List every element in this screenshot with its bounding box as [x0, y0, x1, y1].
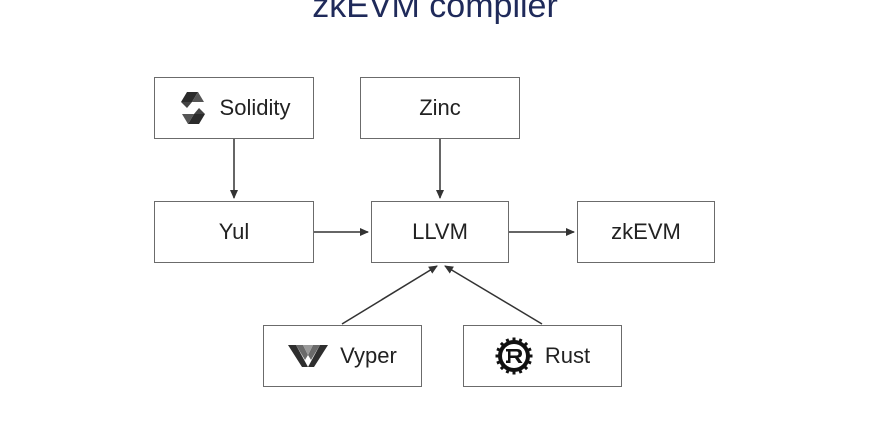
node-label: Vyper	[340, 343, 397, 368]
edge-rust-to-llvm	[444, 265, 543, 325]
node-rust: Rust	[463, 325, 622, 387]
rust-logo-icon	[495, 337, 533, 375]
edge-vyper-to-llvm	[341, 265, 438, 325]
node-label: Rust	[544, 343, 591, 368]
node-label: zkEVM	[611, 219, 681, 244]
node-zinc: Zinc	[360, 77, 520, 139]
node-label: LLVM	[412, 219, 468, 244]
node-vyper: Vyper	[263, 325, 422, 387]
node-label: Zinc	[419, 95, 461, 120]
node-llvm: LLVM	[371, 201, 509, 263]
diagram-title: zkEVM compiler	[312, 0, 558, 25]
node-zkevm: zkEVM	[577, 201, 715, 263]
vyper-logo-icon	[288, 341, 329, 371]
node-label: Solidity	[219, 95, 291, 120]
node-yul: Yul	[154, 201, 314, 263]
solidity-logo-icon	[178, 91, 208, 125]
node-label: Yul	[218, 219, 250, 244]
node-solidity: Solidity	[154, 77, 314, 139]
